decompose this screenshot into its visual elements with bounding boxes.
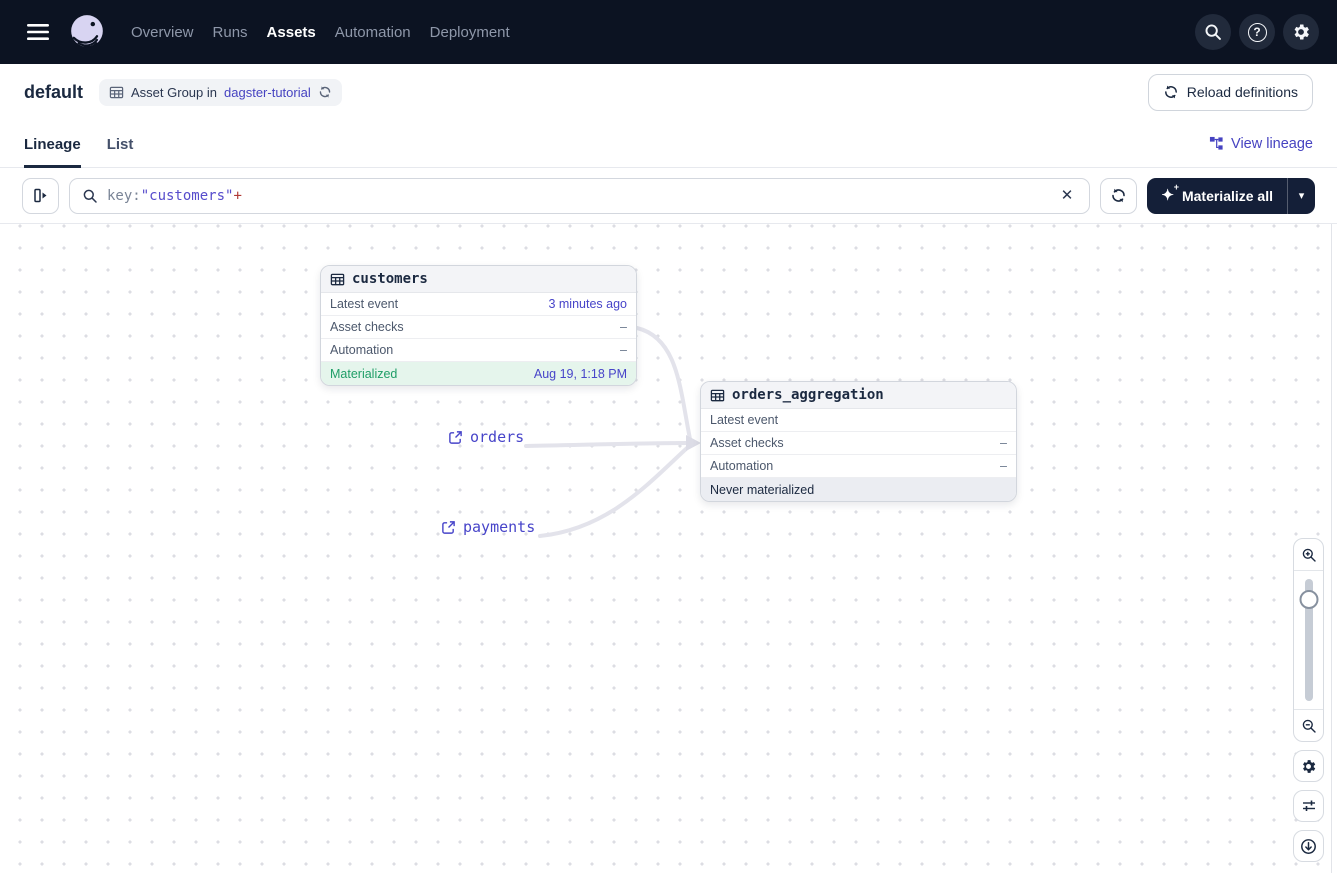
gear-icon <box>1294 24 1309 40</box>
asset-node-header: orders_aggregation <box>701 382 1016 409</box>
main-nav: Overview Runs Assets Automation Deployme… <box>131 18 510 47</box>
table-icon <box>330 273 345 285</box>
refresh-graph-button[interactable] <box>1100 177 1138 214</box>
dagster-logo[interactable] <box>68 13 106 51</box>
external-asset-payments[interactable]: payments <box>441 518 535 536</box>
page-title: default <box>24 81 84 102</box>
latest-event-link[interactable]: 3 minutes ago <box>548 297 627 311</box>
external-link-icon <box>449 430 462 444</box>
view-lineage-label: View lineage <box>1231 135 1313 152</box>
expand-panel-button[interactable] <box>22 177 59 214</box>
asset-node-customers[interactable]: customers Latest event 3 minutes ago Ass… <box>320 265 637 386</box>
external-asset-orders[interactable]: orders <box>448 428 524 446</box>
sliders-icon <box>1302 800 1315 811</box>
clear-search-button[interactable]: ✕ <box>1057 184 1078 207</box>
help-icon: ? <box>1247 22 1267 42</box>
materialization-timestamp-link[interactable]: Aug 19, 1:18 PM <box>533 366 627 381</box>
materialize-all-label: Materialize all <box>1181 187 1273 204</box>
graph-settings-button[interactable] <box>1293 750 1324 782</box>
sync-icon <box>319 86 330 98</box>
top-nav: Overview Runs Assets Automation Deployme… <box>0 0 1337 64</box>
tab-list[interactable]: List <box>107 120 134 168</box>
tabs-bar: Lineage List View lineage <box>0 120 1337 168</box>
asset-search-input[interactable]: key:"customers"+ ✕ <box>69 177 1091 214</box>
help-button[interactable]: ? <box>1239 14 1275 50</box>
reload-icon <box>1164 85 1177 99</box>
node-row-latest-event: Latest event 3 minutes ago <box>321 293 636 316</box>
zoom-out-button[interactable] <box>1294 709 1323 741</box>
search-button[interactable] <box>1195 14 1231 50</box>
settings-button[interactable] <box>1283 14 1319 50</box>
zoom-in-icon <box>1302 548 1316 562</box>
table-icon <box>710 389 725 401</box>
edge-arrowhead <box>686 435 701 451</box>
zoom-slider-knob[interactable] <box>1299 590 1318 609</box>
search-query: key:"customers"+ <box>107 187 242 204</box>
asset-node-header: customers <box>321 266 636 293</box>
nav-runs[interactable]: Runs <box>213 18 248 47</box>
materialize-dropdown-button[interactable]: ▾ <box>1287 177 1315 214</box>
page-header: default Asset Group in dagster-tutorial <box>0 64 1337 120</box>
zoom-out-icon <box>1302 719 1316 733</box>
external-asset-label: orders <box>470 428 525 446</box>
node-row-automation: Automation – <box>321 339 636 362</box>
hamburger-menu-button[interactable] <box>18 12 58 52</box>
asset-node-orders-aggregation[interactable]: orders_aggregation Latest event Asset ch… <box>700 381 1017 502</box>
zoom-slider-track[interactable] <box>1304 579 1313 701</box>
external-asset-label: payments <box>463 518 536 536</box>
tab-lineage[interactable]: Lineage <box>24 120 81 168</box>
code-location-link[interactable]: dagster-tutorial <box>224 84 311 100</box>
gear-icon <box>1303 759 1316 773</box>
sync-icon <box>1112 188 1126 203</box>
graph-filters-button[interactable] <box>1293 790 1324 822</box>
dagster-octopus-icon <box>71 15 103 48</box>
asset-name: orders_aggregation <box>732 387 884 403</box>
search-icon <box>1205 24 1221 40</box>
lineage-icon <box>1209 136 1223 150</box>
sparkle-icon: ✦+ <box>1161 182 1179 204</box>
node-row-asset-checks: Asset checks – <box>321 316 636 339</box>
nav-overview[interactable]: Overview <box>131 18 194 47</box>
lineage-graph-canvas[interactable]: customers Latest event 3 minutes ago Ass… <box>0 224 1337 873</box>
node-row-asset-checks: Asset checks – <box>701 432 1016 455</box>
badge-refresh-button[interactable] <box>318 85 332 99</box>
nav-automation[interactable]: Automation <box>335 18 411 47</box>
zoom-widget <box>1293 538 1324 742</box>
lineage-edges <box>524 326 701 538</box>
panel-expand-icon <box>34 188 47 203</box>
lineage-toolbar: key:"customers"+ ✕ ✦+ Materialize all ▾ <box>0 168 1337 224</box>
node-row-never-materialized: Never materialized <box>701 478 1016 501</box>
node-row-materialized: Materialized Aug 19, 1:18 PM <box>321 362 636 385</box>
zoom-slider[interactable] <box>1294 571 1323 709</box>
node-row-latest-event: Latest event <box>701 409 1016 432</box>
hamburger-icon <box>27 24 49 40</box>
search-icon <box>83 189 97 203</box>
badge-text: Asset Group in <box>131 84 218 100</box>
zoom-in-button[interactable] <box>1294 539 1323 571</box>
asset-name: customers <box>352 271 428 287</box>
recenter-view-button[interactable] <box>1293 830 1324 862</box>
nav-assets[interactable]: Assets <box>267 18 316 47</box>
asset-group-badge: Asset Group in dagster-tutorial <box>99 78 342 106</box>
recenter-icon <box>1301 838 1316 854</box>
view-lineage-link[interactable]: View lineage <box>1209 120 1313 167</box>
reload-definitions-label: Reload definitions <box>1186 84 1298 100</box>
nav-deployment[interactable]: Deployment <box>430 18 510 47</box>
chevron-down-icon: ▾ <box>1298 190 1305 202</box>
materialize-all-group: ✦+ Materialize all ▾ <box>1147 177 1315 214</box>
node-row-automation: Automation – <box>701 455 1016 478</box>
reload-definitions-button[interactable]: Reload definitions <box>1147 73 1313 111</box>
external-link-icon <box>442 520 455 534</box>
table-icon <box>109 86 124 98</box>
materialize-all-button[interactable]: ✦+ Materialize all <box>1147 178 1287 214</box>
right-panel-splitter <box>1331 224 1332 873</box>
